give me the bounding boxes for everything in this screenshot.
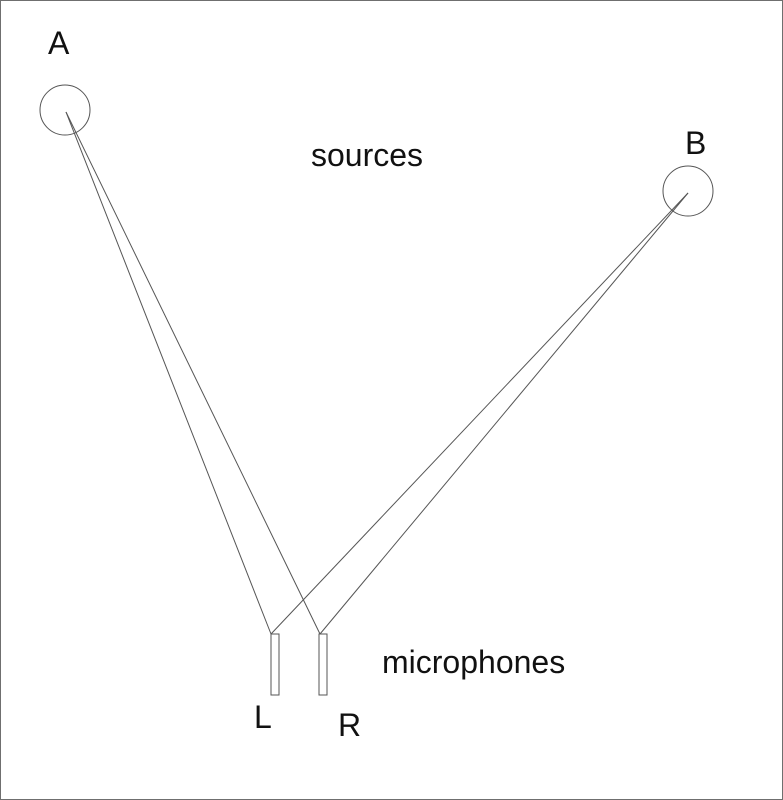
source-b-circle	[662, 165, 714, 217]
source-a-circle	[39, 84, 91, 136]
source-b-label: B	[685, 125, 707, 161]
microphone-l-label: L	[254, 699, 272, 735]
path-a-to-l	[65, 111, 272, 635]
source-a-label: A	[48, 25, 70, 61]
microphone-r-rect	[318, 633, 328, 696]
path-b-to-r	[319, 192, 689, 635]
microphone-r-label: R	[338, 707, 362, 743]
path-a-to-r	[65, 111, 321, 635]
microphones-heading: microphones	[382, 644, 566, 680]
microphone-l-rect	[270, 633, 280, 696]
path-b-to-l	[270, 192, 689, 635]
sources-heading: sources	[311, 137, 424, 173]
